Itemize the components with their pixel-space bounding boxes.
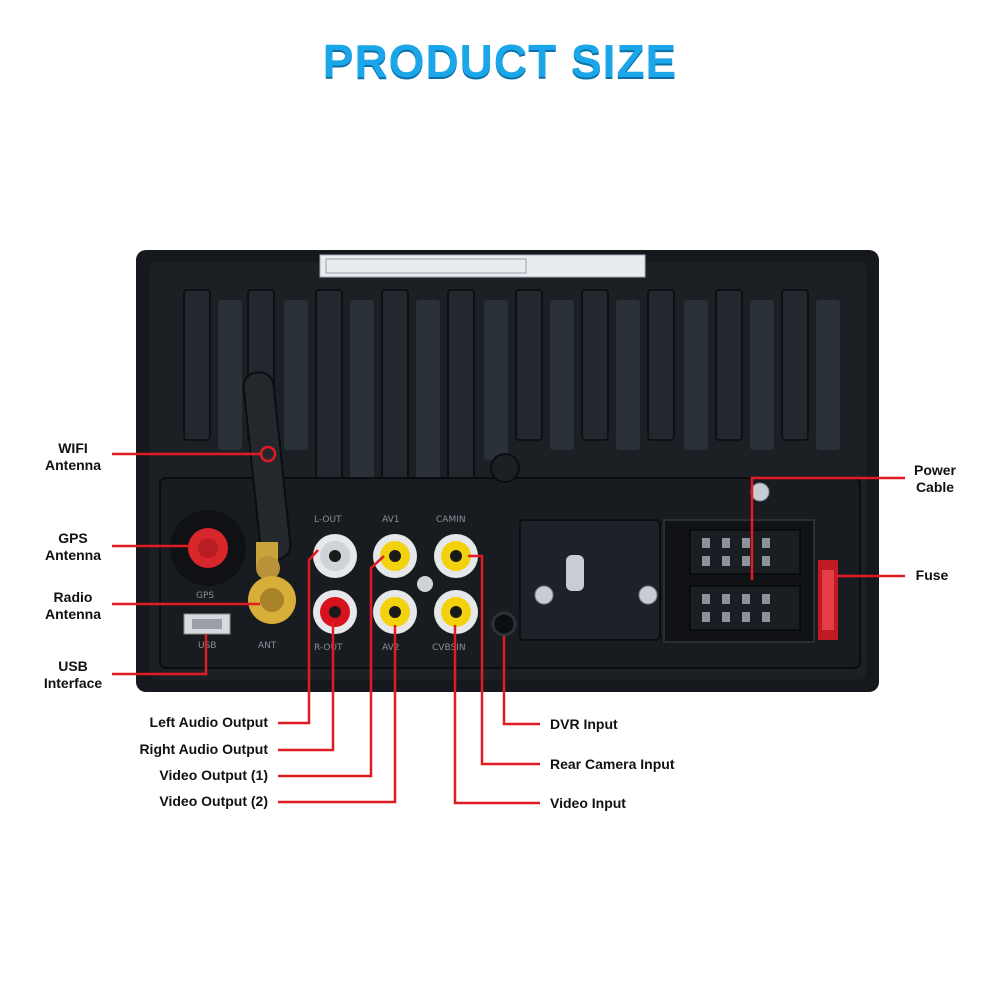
av2-jack (373, 590, 417, 634)
r-out-jack (313, 590, 357, 634)
radio-label-line1: Radio (53, 589, 93, 605)
power-label-line2: Cable (915, 479, 955, 495)
lout-port-label: L-OUT (314, 515, 342, 525)
wifi-label-line1: WIFI (58, 440, 88, 456)
cvbsin-port-label: CVBSIN (432, 643, 466, 653)
gps-port-label: GPS (196, 591, 214, 601)
rout-port-label: R-OUT (314, 643, 343, 653)
camin-jack (434, 534, 478, 578)
av2-port-label: AV2 (382, 643, 399, 653)
usb-label-line1: USB (58, 658, 88, 674)
radio-label-line2: Antenna (45, 606, 101, 622)
video-output-1-label: Video Output (1) (159, 767, 268, 783)
av1-port-label: AV1 (382, 515, 399, 525)
page-title: PRODUCT SIZE (322, 35, 678, 87)
gps-label-line2: Antenna (45, 547, 101, 563)
cvbsin-jack (434, 590, 478, 634)
usb-interface-label: USB Interface (30, 658, 116, 692)
wifi-antenna (242, 371, 292, 580)
usb-label-line2: Interface (43, 675, 103, 691)
ant-port-label: ANT (258, 641, 277, 651)
rca-block: L-OUT AV1 CAMIN R-OUT AV2 CVBSIN (313, 515, 478, 653)
leader-lines (112, 445, 905, 805)
screws (534, 482, 770, 605)
wifi-label-line2: Antenna (45, 457, 101, 473)
wifi-antenna-label: WIFI Antenna (30, 440, 116, 474)
screw-icon (417, 576, 433, 592)
fuse (818, 560, 838, 640)
video-output-2-label: Video Output (2) (159, 793, 268, 809)
l-out-jack (313, 534, 357, 578)
av1-jack (373, 534, 417, 578)
power-cable-label: Power Cable (900, 462, 970, 496)
right-audio-output-label: Right Audio Output (139, 741, 268, 757)
rear-camera-input-label: Rear Camera Input (550, 756, 675, 772)
radio-antenna-label: Radio Antenna (30, 589, 116, 623)
gps-antenna-label: GPS Antenna (30, 530, 116, 564)
power-connector (663, 519, 815, 643)
power-label-line1: Power (913, 462, 956, 478)
gps-connector: GPS (170, 510, 246, 601)
left-audio-output-label: Left Audio Output (149, 714, 268, 730)
dvr-jack (491, 611, 517, 637)
camin-port-label: CAMIN (436, 515, 466, 525)
gps-label-line1: GPS (58, 530, 88, 546)
radio-ant-connector: ANT (248, 576, 296, 651)
dvr-input-label: DVR Input (550, 716, 618, 732)
video-input-label: Video Input (550, 795, 626, 811)
fuse-label: Fuse (915, 567, 949, 583)
